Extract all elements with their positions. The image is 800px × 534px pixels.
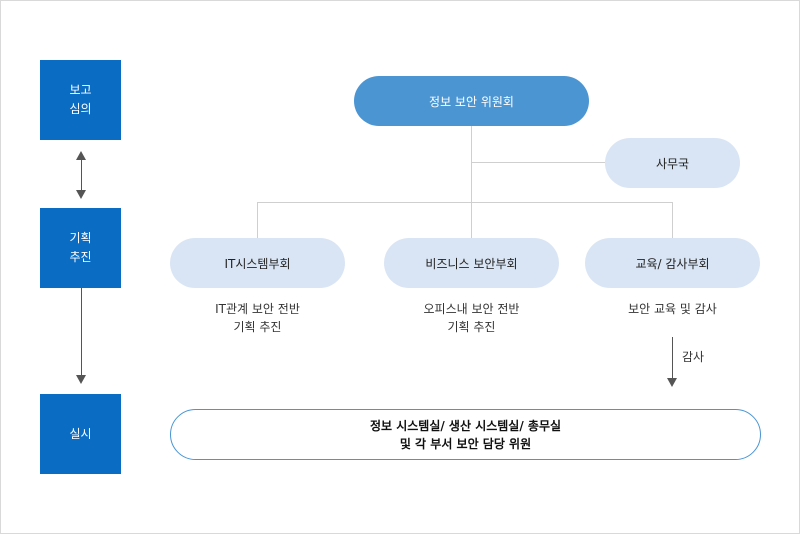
subcommittee-education-desc: 보안 교육 및 감사: [585, 300, 760, 318]
branch-center: [471, 202, 472, 238]
committee-node: 정보 보안 위원회: [354, 76, 589, 126]
subcommittee-business-node: 비즈니스 보안부회: [384, 238, 559, 288]
audit-arrow-head: [667, 378, 677, 387]
stage-arrow-plan-exec-shaft: [81, 288, 82, 376]
subcommittee-education-desc-line1: 보안 교육 및 감사: [628, 302, 717, 316]
committee-label: 정보 보안 위원회: [429, 94, 514, 109]
stage-plan-line1: 기획: [69, 231, 92, 245]
branch-connector: [257, 202, 672, 203]
stage-arrow-bidir-shaft: [81, 159, 82, 191]
stage-arrow-up-head: [76, 151, 86, 160]
subcommittee-education-node: 교육/ 감사부회: [585, 238, 760, 288]
stage-report-line1: 보고: [69, 83, 92, 97]
branch-left: [257, 202, 258, 238]
subcommittee-business-label: 비즈니스 보안부회: [425, 256, 518, 271]
stage-arrow-down-head: [76, 190, 86, 199]
stage-report-line2: 심의: [69, 102, 92, 116]
secretariat-node: 사무국: [605, 138, 740, 188]
stage-report-box: 보고 심의: [40, 60, 121, 140]
subcommittee-it-desc: IT관계 보안 전반 기획 추진: [170, 300, 345, 336]
audit-arrow-shaft: [672, 337, 673, 379]
subcommittee-business-desc-line2: 기획 추진: [447, 320, 496, 334]
stage-plan-line2: 추진: [69, 250, 92, 264]
subcommittee-business-desc-line1: 오피스내 보안 전반: [423, 302, 520, 316]
subcommittee-it-desc-line1: IT관계 보안 전반: [215, 302, 300, 316]
secretariat-label: 사무국: [655, 156, 690, 171]
stage-execute-box: 실시: [40, 394, 121, 474]
secretariat-connector: [471, 162, 605, 163]
subcommittee-it-desc-line2: 기획 추진: [233, 320, 282, 334]
committee-connector: [471, 125, 472, 202]
subcommittee-it-label: IT시스템부회: [224, 256, 291, 271]
audit-label: 감사: [682, 350, 705, 364]
stage-arrow-plan-exec-head: [76, 375, 86, 384]
subcommittee-business-desc: 오피스내 보안 전반 기획 추진: [384, 300, 559, 336]
subcommittee-it-node: IT시스템부회: [170, 238, 345, 288]
stage-execute-line1: 실시: [69, 426, 92, 441]
execution-line2: 및 각 부서 보안 담당 위원: [399, 436, 532, 451]
execution-node: 정보 시스템실/ 생산 시스템실/ 총무실 및 각 부서 보안 담당 위원: [170, 409, 761, 460]
branch-right: [672, 202, 673, 238]
subcommittee-education-label: 교육/ 감사부회: [635, 256, 710, 271]
execution-line1: 정보 시스템실/ 생산 시스템실/ 총무실: [369, 418, 562, 433]
stage-plan-box: 기획 추진: [40, 208, 121, 288]
